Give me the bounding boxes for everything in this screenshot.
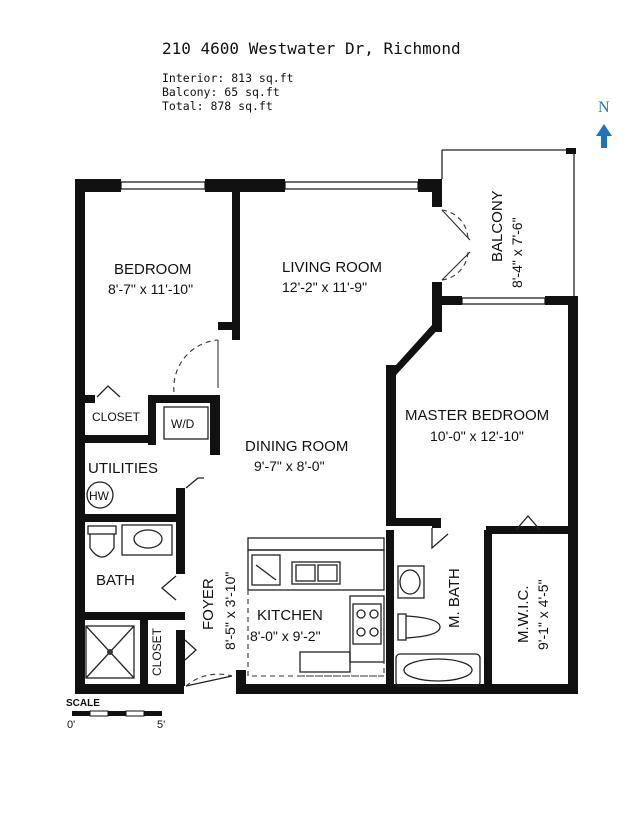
closet-label-2: CLOSET — [150, 627, 164, 676]
living-room-label: LIVING ROOM — [282, 259, 382, 276]
wd-label: W/D — [171, 417, 195, 431]
interior-walls — [75, 190, 568, 694]
north-arrow-icon: N — [596, 99, 612, 148]
utilities-label: UTILITIES — [88, 460, 158, 477]
master-bedroom-dims: 10'-0" x 12'-10" — [430, 428, 524, 444]
washer-dryer — [163, 406, 209, 440]
scale-start: 0' — [67, 719, 75, 731]
balcony-label: BALCONY — [489, 190, 506, 262]
interior-area: Interior: 813 sq.ft — [162, 71, 294, 85]
kitchen-dims: 8'-0" x 9'-2" — [250, 628, 321, 644]
dining-room-dims: 9'-7" x 8'-0" — [254, 458, 325, 474]
scale-bar: SCALE 0' 5' — [66, 698, 165, 731]
scale-end: 5' — [157, 719, 165, 731]
mwic-dims: 9'-1" x 4'-5" — [535, 579, 551, 650]
balcony-dims: 8'-4" x 7'-6" — [509, 217, 525, 288]
kitchen-counters — [247, 537, 385, 677]
total-area: Total: 878 sq.ft — [162, 99, 273, 113]
scale-label: SCALE — [66, 698, 100, 709]
hw-label: HW — [89, 489, 110, 503]
north-label: N — [598, 99, 610, 116]
balcony-area: Balcony: 65 sq.ft — [162, 85, 280, 99]
bedroom-window — [120, 181, 206, 190]
dining-room-label: DINING ROOM — [245, 438, 348, 455]
mbath-label: M. BATH — [446, 568, 463, 628]
balcony-door — [441, 209, 471, 281]
bedroom-door — [173, 339, 219, 393]
closet-label-1: CLOSET — [92, 410, 141, 424]
master-bedroom-label: MASTER BEDROOM — [405, 407, 549, 424]
balcony-outline — [441, 148, 576, 296]
bath-door — [161, 575, 177, 601]
mbath-fixtures — [395, 528, 481, 687]
bedroom-dims: 8'-7" x 11'-10" — [108, 281, 193, 297]
living-window — [284, 181, 419, 190]
utilities-door — [185, 477, 204, 489]
bath-fixtures — [85, 524, 173, 679]
master-window — [461, 297, 546, 305]
mwic-label: M.W.I.C. — [515, 586, 532, 644]
closet-door — [96, 385, 121, 398]
bath-label: BATH — [96, 572, 135, 589]
address-title: 210 4600 Westwater Dr, Richmond — [162, 39, 461, 58]
living-room-dims: 12'-2" x 11'-9" — [282, 279, 367, 295]
mwic-door — [515, 515, 541, 531]
foyer-dims: 8'-5" x 3'-10" — [222, 572, 238, 650]
foyer-label: FOYER — [200, 578, 217, 630]
hot-water-tank — [86, 481, 114, 509]
kitchen-label: KITCHEN — [257, 607, 323, 624]
bedroom-label: BEDROOM — [114, 261, 192, 278]
closet2-door — [184, 639, 197, 661]
entry-door — [185, 673, 233, 687]
